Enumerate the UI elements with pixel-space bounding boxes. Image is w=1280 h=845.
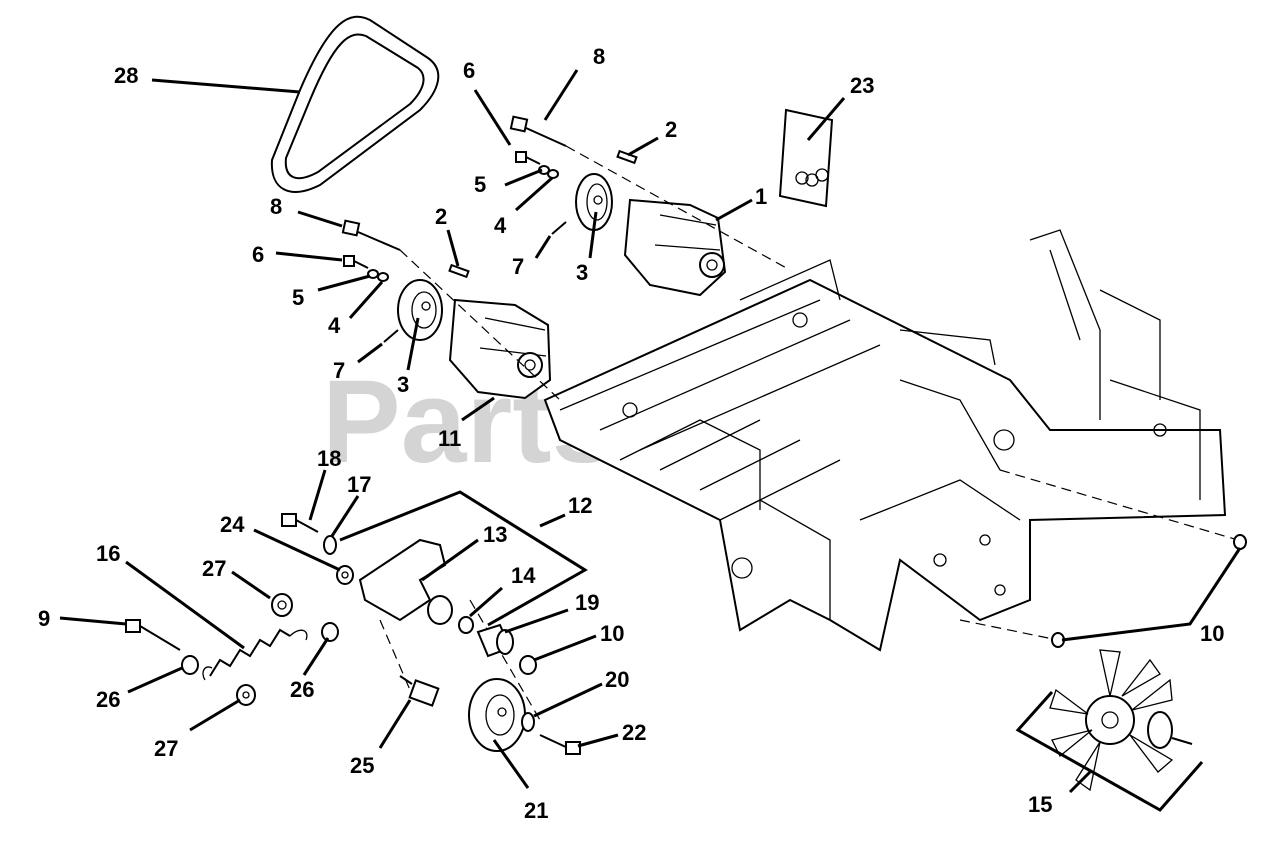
callout-25: 25 [350,753,374,778]
frame [543,229,1227,652]
callout-5-lower: 5 [292,285,304,310]
callout-8-upper: 8 [593,44,605,69]
callout-21: 21 [524,798,548,823]
pump-11 [448,298,552,400]
callout-24: 24 [220,512,245,537]
fan-15 [1049,649,1193,792]
callout-3-upper: 3 [576,260,588,285]
callout-6-lower: 6 [252,242,264,267]
callout-27-lower: 27 [154,736,178,761]
callout-2-upper: 2 [665,117,677,142]
callout-23: 23 [850,73,874,98]
callout-26-left: 26 [96,687,120,712]
callout-4-upper: 4 [494,213,507,238]
callout-16: 16 [96,541,120,566]
callout-22: 22 [622,720,646,745]
pulley-3-lower [397,279,443,341]
leader-lines [59,69,1242,812]
callout-14: 14 [511,563,536,588]
callout-12: 12 [568,493,592,518]
callout-1: 1 [755,184,767,209]
callout-7-lower: 7 [333,358,345,383]
callout-5-upper: 5 [474,172,486,197]
callout-27-upper: 27 [202,556,226,581]
callout-8-lower: 8 [270,194,282,219]
callout-9: 9 [38,606,50,631]
lower-hardware [341,219,470,343]
callout-10-left: 10 [600,621,624,646]
belt-28 [270,15,440,193]
callout-10-right: 10 [1200,621,1224,646]
callout-6-upper: 6 [463,58,475,83]
callout-13: 13 [483,522,507,547]
callout-20: 20 [605,667,629,692]
callouts: 28 8 6 23 2 5 1 8 2 4 7 3 6 5 4 7 3 11 1… [38,44,1224,823]
callout-11: 11 [438,426,461,451]
callout-18: 18 [317,446,341,471]
callout-4-lower: 4 [328,313,341,338]
pump-1 [623,198,727,297]
assembly-lines [379,145,1239,721]
callout-7-upper: 7 [512,254,524,279]
callout-26-right: 26 [290,677,314,702]
callout-17: 17 [347,472,371,497]
callout-15: 15 [1028,792,1052,817]
callout-19: 19 [575,590,599,615]
idler-arm-assembly [125,513,581,755]
decal-23 [778,108,834,208]
callout-28: 28 [114,63,138,88]
callout-2-lower: 2 [435,204,447,229]
callout-3-lower: 3 [397,372,409,397]
